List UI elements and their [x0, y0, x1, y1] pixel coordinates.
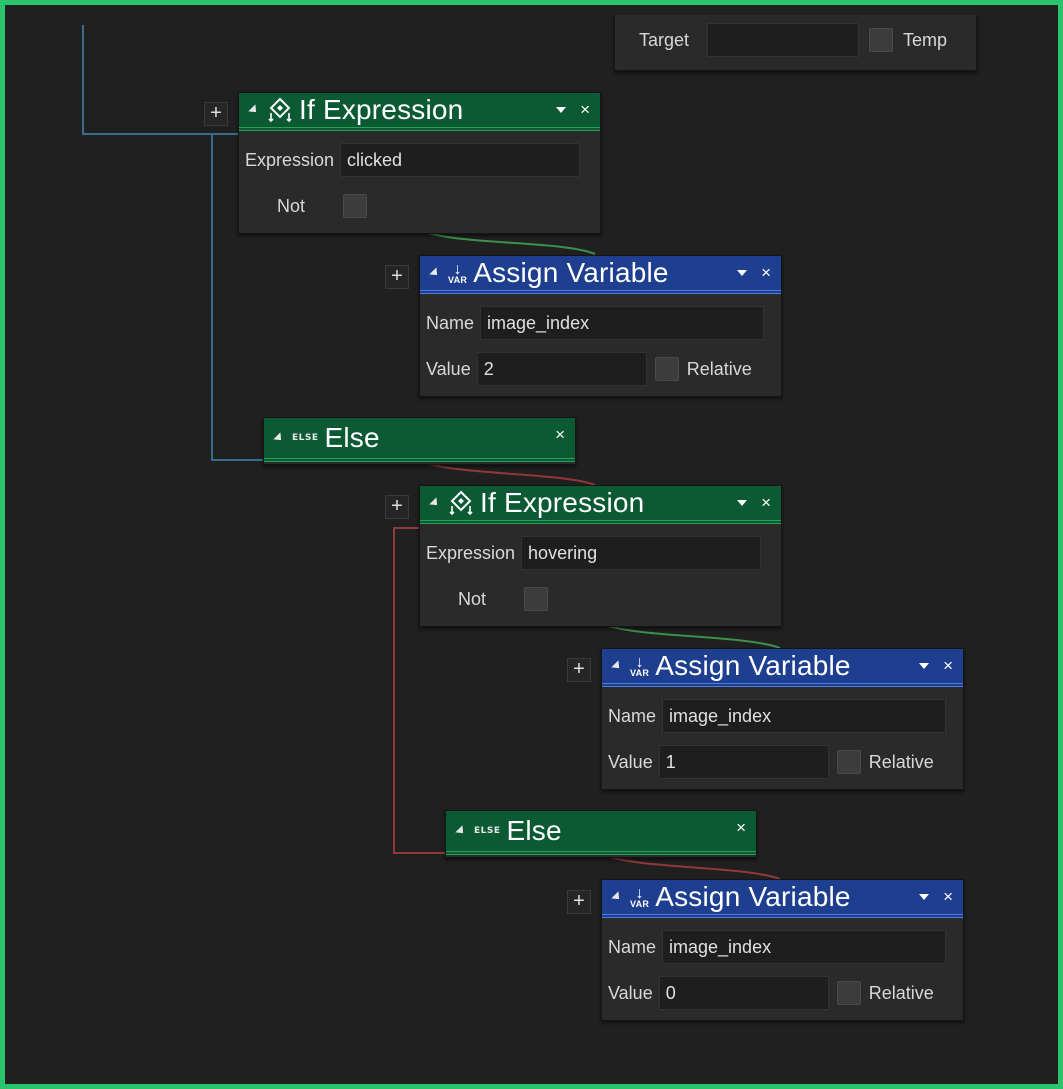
node-title: If Expression	[299, 94, 464, 125]
wire-else1-body	[424, 462, 596, 486]
if-expression-icon	[267, 97, 293, 123]
close-icon[interactable]: ×	[943, 656, 953, 675]
not-checkbox[interactable]	[343, 194, 368, 218]
value-field[interactable]: 2	[476, 352, 647, 386]
wire-event-to-if	[82, 25, 241, 135]
relative-label: Relative	[868, 982, 934, 1003]
target-label: Target	[639, 29, 690, 50]
collapse-icon[interactable]	[248, 104, 260, 116]
else-node[interactable]: ELSE Else ×	[445, 810, 757, 858]
var-icon: ↓VAR	[630, 884, 650, 909]
wire-if2-true	[604, 624, 781, 649]
name-label: Name	[608, 936, 657, 957]
not-checkbox[interactable]	[524, 587, 549, 611]
wire-if2-to-else2	[393, 527, 446, 854]
add-block-button[interactable]: +	[204, 102, 228, 126]
temp-label: Temp	[903, 29, 948, 50]
wire-if1-true	[424, 231, 596, 255]
expression-label: Expression	[245, 149, 335, 170]
if-expression-icon	[448, 490, 474, 516]
name-field[interactable]: image_index	[480, 306, 765, 340]
name-label: Name	[608, 705, 657, 726]
not-label: Not	[458, 588, 487, 609]
relative-checkbox[interactable]	[836, 750, 861, 774]
relative-label: Relative	[686, 358, 752, 379]
dropdown-icon[interactable]	[737, 270, 748, 276]
relative-label: Relative	[868, 751, 934, 772]
close-icon[interactable]: ×	[580, 100, 590, 119]
expression-field[interactable]: hovering	[521, 536, 762, 570]
wire-else2-body	[606, 855, 781, 880]
relative-checkbox[interactable]	[654, 357, 679, 381]
add-block-button[interactable]: +	[567, 658, 591, 682]
close-icon[interactable]: ×	[943, 887, 953, 906]
value-field[interactable]: 0	[658, 976, 829, 1010]
collapse-icon[interactable]	[611, 891, 623, 903]
assign-variable-node[interactable]: ↓VAR Assign Variable × Name image_index …	[601, 879, 964, 1021]
close-icon[interactable]: ×	[761, 263, 771, 282]
expression-field[interactable]: clicked	[340, 143, 581, 177]
expression-label: Expression	[426, 542, 516, 563]
node-title: Else	[506, 815, 562, 846]
close-icon[interactable]: ×	[761, 493, 771, 512]
collapse-icon[interactable]	[429, 497, 441, 509]
var-icon: ↓VAR	[630, 653, 650, 678]
add-block-button[interactable]: +	[385, 495, 409, 519]
node-title: Assign Variable	[655, 881, 851, 912]
name-field[interactable]: image_index	[662, 699, 947, 733]
else-header[interactable]: ELSE Else ×	[264, 418, 575, 462]
else-icon: ELSE	[474, 826, 501, 836]
value-field[interactable]: 1	[658, 745, 829, 779]
connection-wires	[82, 25, 781, 880]
close-icon[interactable]: ×	[736, 818, 746, 837]
temp-checkbox[interactable]	[869, 28, 894, 52]
relative-checkbox[interactable]	[836, 981, 861, 1005]
name-label: Name	[426, 312, 475, 333]
node-title: Assign Variable	[473, 257, 669, 288]
if-expression-header[interactable]: If Expression ×	[420, 486, 781, 524]
else-header[interactable]: ELSE Else ×	[446, 811, 756, 855]
value-label: Value	[426, 358, 471, 379]
value-label: Value	[608, 751, 653, 772]
not-label: Not	[277, 195, 306, 216]
add-block-button[interactable]: +	[385, 265, 409, 289]
dropdown-icon[interactable]	[919, 663, 930, 669]
collapse-icon[interactable]	[611, 660, 623, 672]
wire-if-to-else	[211, 134, 265, 461]
else-node[interactable]: ELSE Else ×	[263, 417, 576, 465]
if-expression-node[interactable]: If Expression × Expression clicked Not	[238, 92, 601, 234]
dropdown-icon[interactable]	[737, 500, 748, 506]
collapse-icon[interactable]	[273, 432, 285, 444]
node-title: Else	[324, 422, 380, 453]
assign-variable-node[interactable]: ↓VAR Assign Variable × Name image_index …	[419, 255, 782, 397]
collapse-icon[interactable]	[455, 825, 467, 837]
value-label: Value	[608, 982, 653, 1003]
add-block-button[interactable]: +	[567, 890, 591, 914]
var-icon: ↓VAR	[448, 260, 468, 285]
node-title: If Expression	[480, 487, 645, 518]
if-expression-header[interactable]: If Expression ×	[239, 93, 600, 131]
assign-variable-header[interactable]: ↓VAR Assign Variable ×	[602, 880, 963, 918]
node-title: Assign Variable	[655, 650, 851, 681]
close-icon[interactable]: ×	[555, 425, 565, 444]
dropdown-icon[interactable]	[919, 894, 930, 900]
dropdown-icon[interactable]	[556, 107, 567, 113]
assign-variable-node[interactable]: ↓VAR Assign Variable × Name image_index …	[601, 648, 964, 790]
assign-variable-header[interactable]: ↓VAR Assign Variable ×	[420, 256, 781, 294]
target-field[interactable]	[707, 23, 860, 57]
name-field[interactable]: image_index	[662, 930, 947, 964]
else-icon: ELSE	[292, 433, 319, 443]
if-expression-node[interactable]: If Expression × Expression hovering Not	[419, 485, 782, 627]
assign-variable-header[interactable]: ↓VAR Assign Variable ×	[602, 649, 963, 687]
collapse-icon[interactable]	[429, 267, 441, 279]
partial-node: Target Temp	[614, 15, 977, 71]
